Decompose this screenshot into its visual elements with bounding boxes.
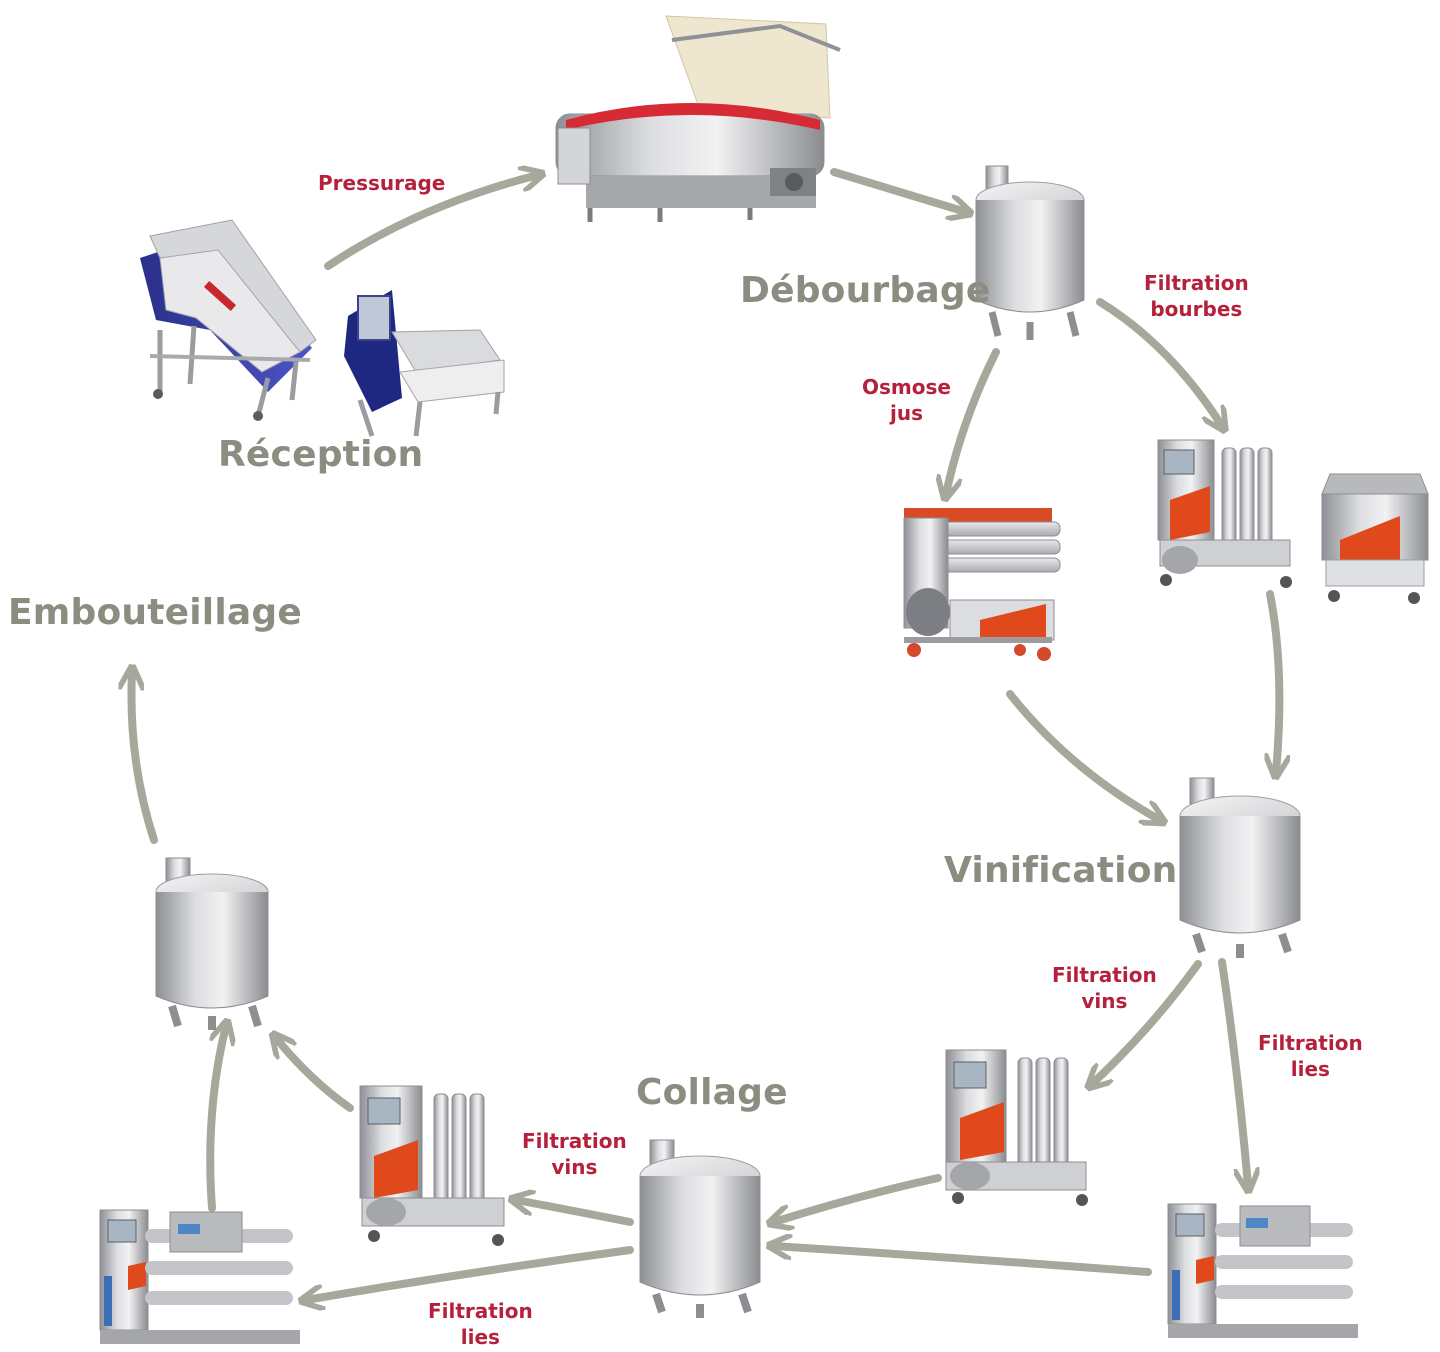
step-label-line: bourbes	[1150, 297, 1243, 321]
step-label-line: Osmose	[862, 375, 951, 399]
step-label-line: Filtration	[1258, 1031, 1363, 1055]
step-label-line: vins	[551, 1155, 598, 1179]
tank-debourbage	[975, 165, 1085, 340]
tank-vinification	[1179, 777, 1301, 958]
arrow-wine-filter-to-collage	[774, 1174, 942, 1222]
step-label-filtration-lies-right: Filtration lies	[1258, 1030, 1363, 1082]
step-label-line: Pressurage	[318, 171, 446, 195]
juice-osmosis-unit	[903, 508, 1061, 661]
step-label-line: lies	[460, 1325, 500, 1349]
receiving-hopper	[140, 219, 317, 421]
stage-label-vinification: Vinification	[944, 850, 1178, 891]
sorting-table	[344, 290, 505, 437]
stage-label-debourbage: Débourbage	[740, 270, 991, 311]
step-label-line: Filtration	[428, 1299, 533, 1323]
step-label-pressurage: Pressurage	[318, 170, 445, 196]
step-label-line: Filtration	[1052, 963, 1157, 987]
step-label-filtration-lies-bottom: Filtration lies	[428, 1298, 533, 1350]
arrow-bourbes-filter-to-vinification	[1270, 590, 1279, 772]
flow-arrows	[131, 172, 1279, 1300]
arrow-debourbage-to-osmosis	[946, 348, 1000, 494]
step-label-line: Filtration	[1144, 271, 1249, 295]
arrow-left-lees-filter-to-bottling-tank	[206, 1026, 226, 1212]
arrow-press-to-debourbage	[830, 168, 966, 212]
step-label-line: Filtration	[522, 1129, 627, 1153]
wine-crossflow-filter-left	[359, 1085, 505, 1246]
step-label-filtration-vins-left: Filtration vins	[522, 1128, 627, 1180]
stage-label-embouteillage: Embouteillage	[8, 592, 302, 633]
rotary-drum-filter	[1321, 473, 1429, 604]
tank-bottling	[155, 857, 269, 1030]
stage-label-collage: Collage	[636, 1072, 788, 1113]
step-label-line: jus	[889, 401, 923, 425]
stage-label-reception: Réception	[218, 434, 424, 475]
arrow-osmosis-to-vinification	[1006, 690, 1160, 820]
lees-filter-left	[99, 1209, 300, 1344]
step-label-line: lies	[1290, 1057, 1330, 1081]
wine-crossflow-filter-right	[945, 1049, 1088, 1206]
arrow-collage-to-left-filter	[516, 1200, 634, 1226]
tank-collage	[639, 1139, 761, 1318]
arrow-bottling-tank-to-embouteillage	[131, 672, 158, 844]
pneumatic-press	[555, 15, 841, 222]
lees-filter-right	[1167, 1203, 1358, 1338]
arrow-vinification-to-lees-filter	[1218, 958, 1248, 1186]
bourbes-filter	[1157, 439, 1292, 588]
arrow-debourbage-to-bourbes-filter	[1096, 298, 1222, 426]
step-label-line: vins	[1081, 989, 1128, 1013]
arrow-collage-to-left-lees-filter	[306, 1246, 634, 1300]
arrow-lees-filter-to-collage	[774, 1246, 1152, 1276]
arrow-reception-to-press	[324, 175, 538, 270]
arrow-vinification-to-wine-filter	[1092, 960, 1202, 1084]
step-label-filtration-vins-right: Filtration vins	[1052, 962, 1157, 1014]
step-label-filtration-bourbes: Filtration bourbes	[1144, 270, 1249, 322]
step-label-osmose-jus: Osmose jus	[862, 374, 951, 426]
arrow-left-filter-to-bottling-tank	[276, 1038, 354, 1112]
